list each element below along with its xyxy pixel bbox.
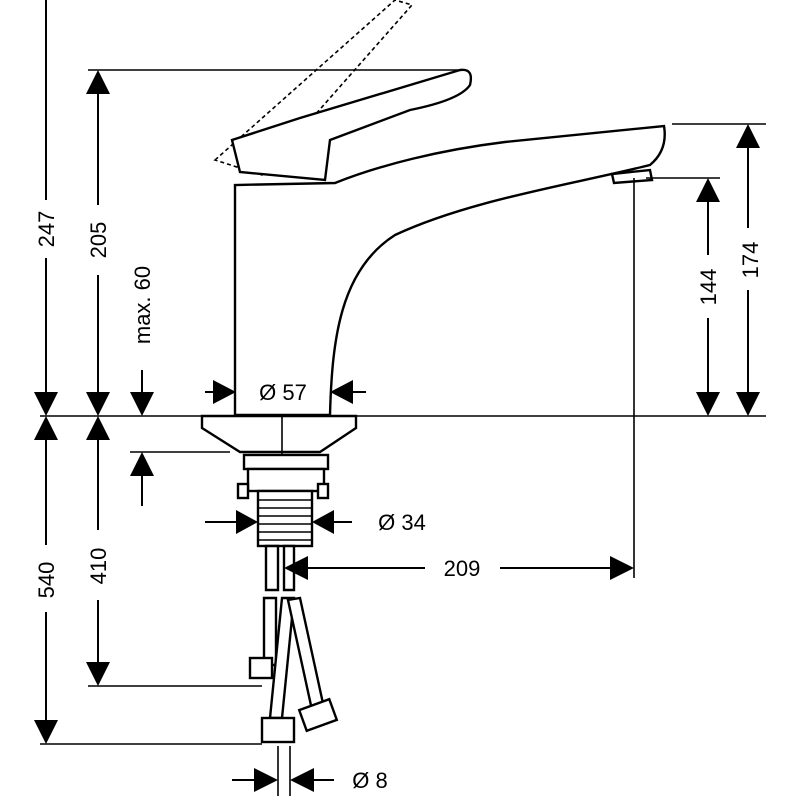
dim-hose-diameter-label: Ø 8 — [352, 768, 387, 793]
dim-247-label: 247 — [34, 211, 59, 248]
base-plate — [200, 414, 358, 454]
dim-247: 247 — [34, 0, 59, 416]
dim-shank-diameter-label: Ø 34 — [378, 510, 426, 535]
mounting-nut-top — [242, 453, 330, 471]
dim-shank-diameter: Ø 34 — [205, 510, 426, 535]
dim-410-label: 410 — [86, 548, 111, 585]
aerator-tip — [610, 168, 654, 185]
spout-outline — [233, 124, 666, 417]
hose-stub-left — [264, 544, 280, 592]
hose-left — [262, 596, 278, 667]
dim-205-label: 205 — [86, 222, 111, 259]
extension-lines — [40, 69, 766, 796]
faucet-body — [200, 0, 666, 744]
dim-base-diameter-label: Ø 57 — [259, 380, 307, 405]
dim-174: 174 — [736, 124, 763, 416]
dim-209: 209 — [284, 556, 634, 581]
shank-threads — [258, 499, 312, 541]
hose-fitting-3 — [297, 697, 339, 733]
hose-fitting-2 — [260, 716, 296, 744]
dim-209-label: 209 — [444, 556, 481, 581]
dim-540: 540 — [34, 416, 59, 744]
dim-144: 144 — [696, 178, 721, 416]
dim-174-label: 174 — [738, 242, 763, 279]
hose-right — [286, 596, 326, 712]
dim-base-diameter: Ø 57 — [205, 380, 366, 405]
hose-fitting-1 — [248, 656, 274, 680]
dim-144-label: 144 — [696, 269, 721, 306]
dim-410: 410 — [86, 416, 111, 686]
dim-540-label: 540 — [34, 562, 59, 599]
dim-hose-diameter: Ø 8 — [232, 768, 388, 793]
lever-handle — [230, 68, 473, 182]
dim-205: 205 — [86, 70, 111, 416]
dim-max-60: max. 60 — [130, 266, 155, 506]
mounting-nut — [246, 467, 326, 493]
dim-max-60-label: max. 60 — [130, 266, 155, 344]
